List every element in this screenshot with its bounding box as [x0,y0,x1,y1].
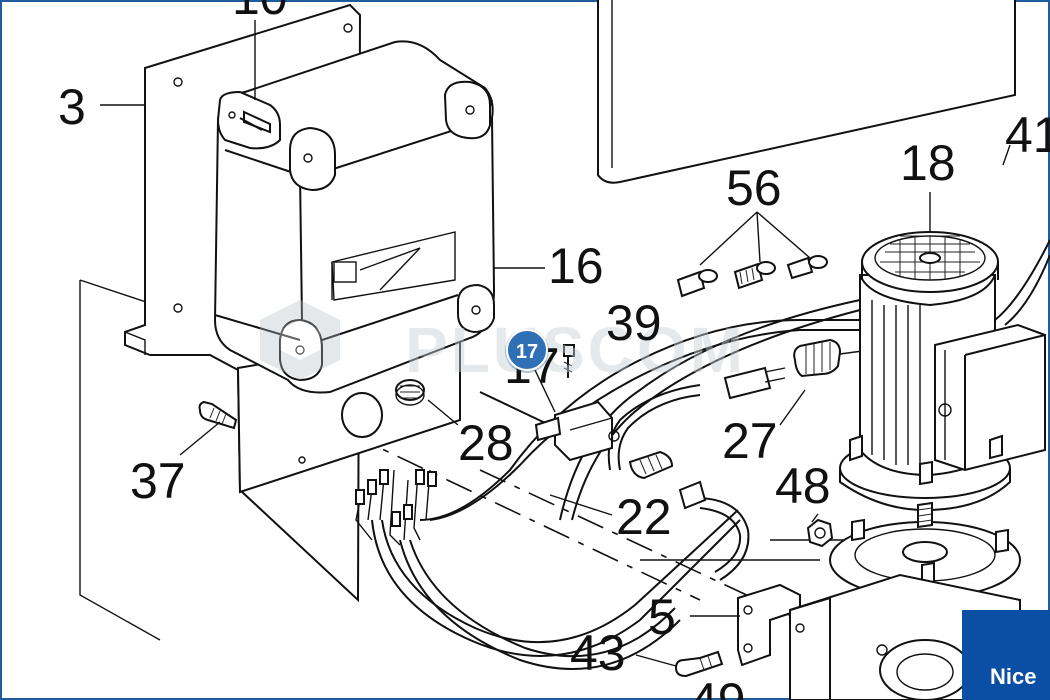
part-label-48: 48 [775,458,831,514]
hotspot-marker-17[interactable]: 17 [505,329,549,373]
microswitch [479,344,620,462]
part-label-16: 16 [548,238,604,294]
part-label-5: 5 [648,589,676,645]
brand-logo-text: Nice [990,664,1036,689]
brand-badge[interactable]: Nice [962,610,1050,700]
part-label-56: 56 [726,160,782,216]
part-label-10: 10 [232,0,288,25]
part-label-27: 27 [722,413,778,469]
nut [806,518,834,548]
cover-panel [597,0,1016,184]
part-label-41: 41 [1005,107,1050,163]
part-number-labels: 10 3 41 18 56 16 39 17 28 27 37 48 22 5 … [58,0,1050,700]
part-label-39: 39 [606,295,662,351]
cable-bundle [371,239,1050,670]
control-box [213,40,496,394]
terminal-set [676,211,828,298]
bracket [674,583,801,678]
part-label-28: 28 [458,415,514,471]
part-label-3: 3 [58,79,86,135]
part-label-49: 49 [690,673,746,700]
leader-lines [100,20,1011,667]
part-label-22: 22 [616,489,672,545]
screw-37 [198,400,238,430]
watermark: PLUSCOM [260,300,746,386]
wire-terminals [355,366,786,546]
part-label-43: 43 [570,625,626,681]
hotspot-marker-label: 17 [516,341,538,363]
part-label-18: 18 [900,135,956,191]
part-label-37: 37 [130,453,186,509]
watermark-text: PLUSCOM [405,314,746,386]
cable-gland [793,338,871,378]
